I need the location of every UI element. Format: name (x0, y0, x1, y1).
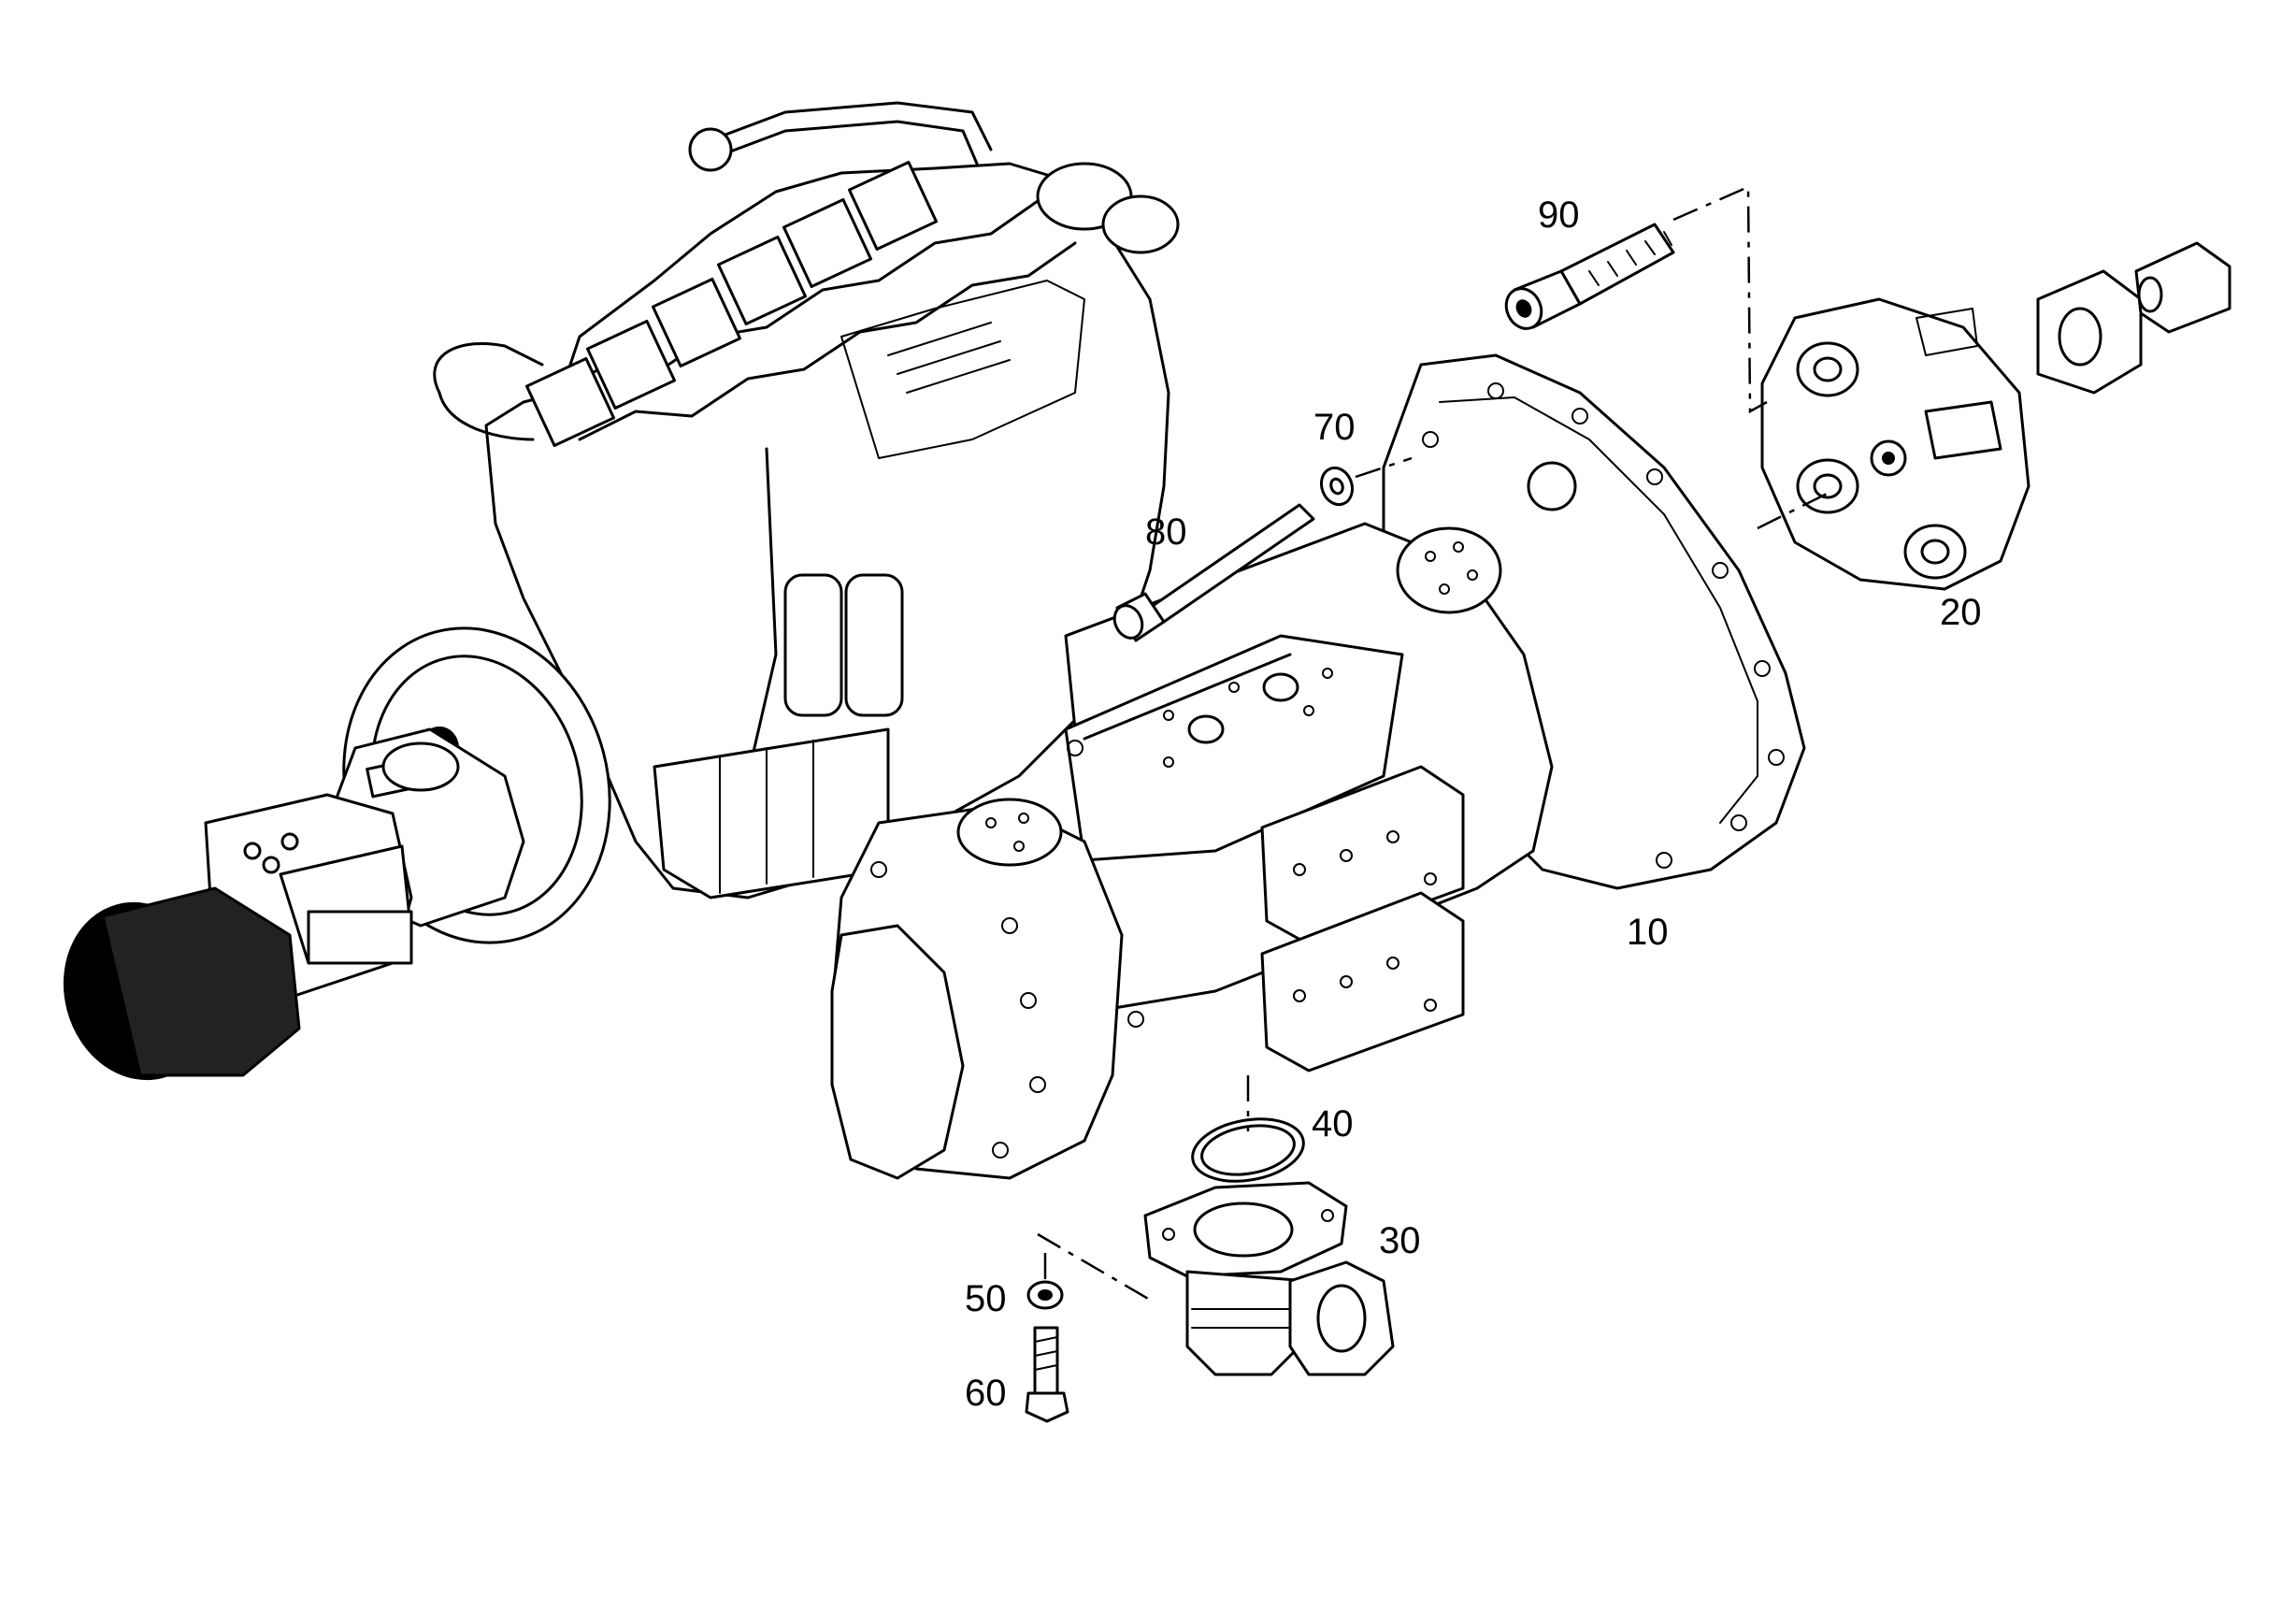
part-20-coupling (1760, 297, 2031, 591)
assembly-centerlines (1037, 185, 1833, 1302)
mounted-hydraulic-pump (63, 727, 525, 1081)
label-50: 50 (965, 1278, 1007, 1319)
part-10-pump-unit (830, 353, 1806, 1180)
coupling-sleeve (2134, 241, 2231, 334)
part-60-hex-bolt (1025, 1326, 1069, 1423)
part-labels: 90 70 80 20 10 40 30 50 60 (965, 194, 1982, 1414)
label-40: 40 (1312, 1103, 1354, 1144)
label-10: 10 (1627, 912, 1669, 953)
part-30-elbow-flange (1143, 1181, 1395, 1376)
label-60: 60 (965, 1373, 1007, 1414)
part-50-washer (1026, 1280, 1064, 1310)
label-80: 80 (1145, 511, 1187, 553)
part-40-o-ring (1191, 1117, 1305, 1183)
label-30: 30 (1379, 1220, 1421, 1261)
label-90: 90 (1538, 194, 1580, 236)
label-70: 70 (1313, 407, 1356, 448)
engine-assembly (342, 101, 1180, 944)
part-80-hex-bolt (1112, 503, 1315, 642)
label-20: 20 (1940, 592, 1982, 633)
part-90-cap-screw (1504, 223, 1675, 330)
coupling-spacer (2036, 269, 2143, 395)
part-70-washer (1319, 466, 1355, 507)
